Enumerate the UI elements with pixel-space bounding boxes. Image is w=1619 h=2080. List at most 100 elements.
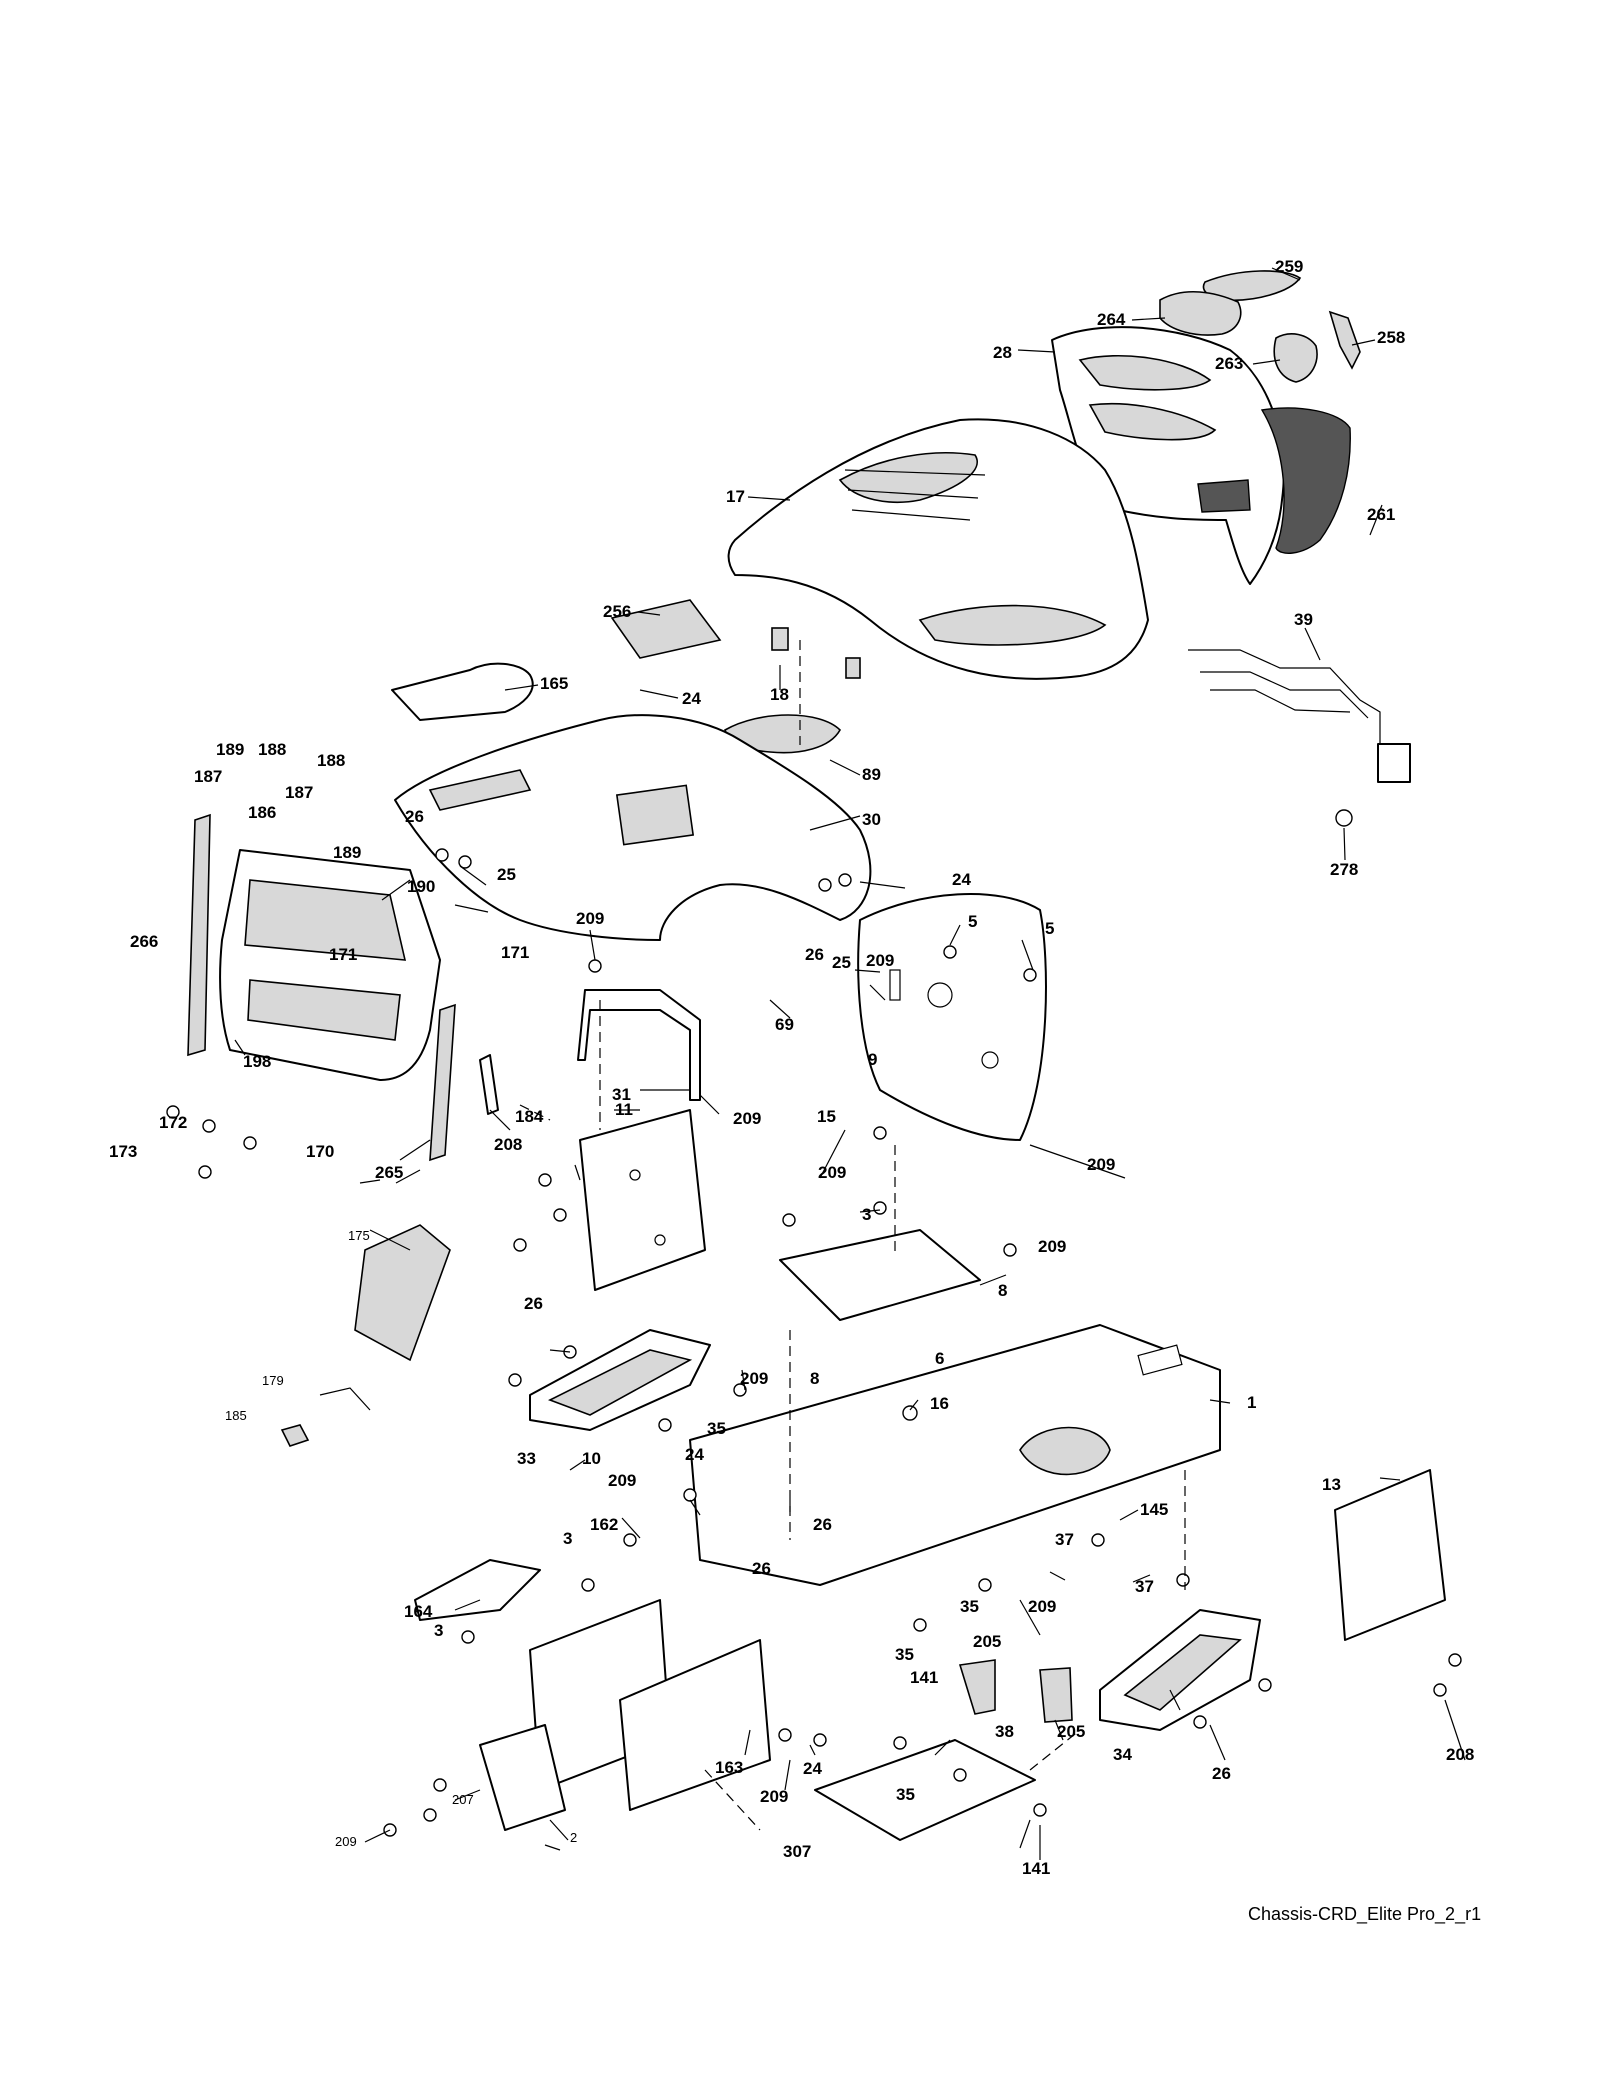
part-164-bracket — [414, 1559, 541, 1621]
callout-172: 172 — [159, 1113, 187, 1132]
part-6-cover-plate — [779, 1229, 981, 1321]
callout-145: 145 — [1140, 1500, 1168, 1519]
callout-170: 170 — [306, 1142, 334, 1161]
callout-208-b: 208 — [1446, 1745, 1474, 1764]
callout-209-g: 209 — [740, 1369, 768, 1388]
part-31-support-bracket — [577, 989, 701, 1101]
callout-35-c: 35 — [895, 1645, 914, 1664]
callout-39: 39 — [1294, 610, 1313, 629]
callout-30: 30 — [862, 810, 881, 829]
callout-187-a: 187 — [194, 767, 222, 786]
callout-18: 18 — [770, 685, 789, 704]
part-13-right-side-plate — [1334, 1469, 1446, 1641]
part-185-clip — [280, 1424, 310, 1447]
callout-259: 259 — [1275, 257, 1303, 276]
callout-1: 1 — [1247, 1393, 1256, 1412]
callout-179: 179 — [262, 1373, 284, 1388]
callout-207: 207 — [452, 1792, 474, 1807]
callout-31: 31 — [612, 1085, 631, 1104]
callout-209-i: 209 — [1028, 1597, 1056, 1616]
hardware-fasteners — [166, 848, 1462, 1837]
part-18-bumper-a — [771, 627, 789, 651]
callout-26-a: 26 — [405, 807, 424, 826]
callout-9: 9 — [868, 1050, 877, 1069]
part-265-right-trim — [429, 1003, 456, 1162]
callout-8-b: 8 — [810, 1369, 819, 1388]
callout-8-a: 8 — [998, 1281, 1007, 1300]
callout-256: 256 — [603, 602, 631, 621]
callout-38: 38 — [995, 1722, 1014, 1741]
callout-24-a: 24 — [682, 689, 701, 708]
callout-69: 69 — [775, 1015, 794, 1034]
callout-164: 164 — [404, 1602, 433, 1621]
part-263-headlight-right — [1273, 333, 1318, 383]
callout-26-f: 26 — [1212, 1764, 1231, 1783]
callout-188-a: 188 — [258, 740, 286, 759]
part-179-rod — [319, 1387, 371, 1411]
callout-2: 2 — [570, 1830, 577, 1845]
callout-209-j: 209 — [760, 1787, 788, 1806]
callout-3-b: 3 — [563, 1529, 572, 1548]
callout-33: 33 — [517, 1449, 536, 1468]
part-205-bracket-b — [1039, 1667, 1073, 1723]
callout-307: 307 — [783, 1842, 811, 1861]
callout-209-a: 209 — [576, 909, 604, 928]
callout-13: 13 — [1322, 1475, 1341, 1494]
part-2-bracket — [479, 1724, 566, 1831]
alignment-lines — [519, 640, 1186, 1831]
callout-188-b: 188 — [317, 751, 345, 770]
callout-185: 185 — [225, 1408, 247, 1423]
callout-37-b: 37 — [1135, 1577, 1154, 1596]
callout-205-b: 205 — [1057, 1722, 1085, 1741]
callout-141-b: 141 — [1022, 1859, 1050, 1878]
part-163-side-panel — [619, 1639, 771, 1811]
callout-264: 264 — [1097, 310, 1126, 329]
callout-3-c: 3 — [434, 1621, 443, 1640]
part-278-screw — [1335, 809, 1353, 827]
callout-171-a: 171 — [329, 945, 357, 964]
callout-25-b: 25 — [832, 953, 851, 972]
callout-198: 198 — [243, 1052, 271, 1071]
callout-209-f: 209 — [1038, 1237, 1066, 1256]
callout-209-k: 209 — [335, 1834, 357, 1849]
part-307-skid-plate — [814, 1739, 1036, 1841]
part-9-dash-shield — [857, 892, 1047, 1141]
callout-190: 190 — [407, 877, 435, 896]
callout-186: 186 — [248, 803, 276, 822]
diagram-caption: Chassis-CRD_Elite Pro_2_r1 — [1248, 1904, 1481, 1925]
callout-17: 17 — [726, 487, 745, 506]
part-18-bumper-b — [845, 657, 861, 679]
part-175-guard — [354, 1224, 451, 1362]
callout-278: 278 — [1330, 860, 1358, 879]
callout-189-b: 189 — [333, 843, 361, 862]
callout-10: 10 — [582, 1449, 601, 1468]
callout-11: 11 — [615, 1100, 633, 1119]
part-39-wire-harness — [1188, 649, 1381, 760]
callout-26-b: 26 — [805, 945, 824, 964]
callout-141-a: 141 — [910, 1668, 938, 1687]
callout-25-a: 25 — [497, 865, 516, 884]
callout-37-a: 37 — [1055, 1530, 1074, 1549]
callout-15: 15 — [817, 1107, 836, 1126]
callout-24-c: 24 — [685, 1445, 704, 1464]
callout-leaders — [234, 267, 1466, 1860]
callout-184: 184 — [515, 1107, 544, 1126]
callout-6: 6 — [935, 1349, 944, 1368]
callout-26-c: 26 — [524, 1294, 543, 1313]
callout-209-c: 209 — [733, 1109, 761, 1128]
callout-28: 28 — [993, 343, 1012, 362]
callout-189-a: 189 — [216, 740, 244, 759]
part-264-headlight-left — [1159, 290, 1242, 336]
callout-35-b: 35 — [960, 1597, 979, 1616]
callout-209-b: 209 — [866, 951, 894, 970]
callout-35-a: 35 — [707, 1419, 726, 1438]
callout-175: 175 — [348, 1228, 370, 1243]
part-11-side-plate — [579, 1109, 706, 1291]
part-184-bracket — [479, 1054, 499, 1115]
callout-89: 89 — [862, 765, 881, 784]
callout-165: 165 — [540, 674, 568, 693]
callout-209-e: 209 — [818, 1163, 846, 1182]
part-256-cover — [610, 599, 722, 659]
callout-187-b: 187 — [285, 783, 313, 802]
callout-5-b: 5 — [1045, 919, 1054, 938]
